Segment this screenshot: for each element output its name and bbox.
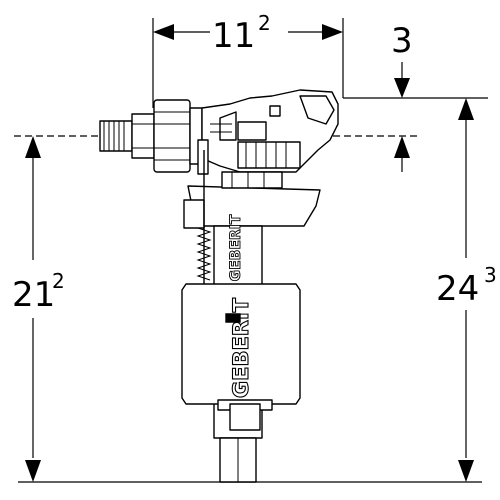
inlet-connector: [99, 113, 155, 159]
arrow-down-icon: [25, 460, 41, 482]
dimension-height-right: 24 3: [436, 98, 497, 482]
geberit-logo-top: GEBERIT: [228, 214, 245, 282]
arrow-down-icon: [394, 78, 410, 98]
fill-valve: GEBERIT GEBERIT: [99, 89, 339, 483]
arrow-up-icon: [25, 136, 41, 158]
arrow-left-icon: [153, 24, 174, 40]
arrow-up-icon: [394, 136, 410, 158]
height-left-value: 21: [12, 275, 55, 315]
height-right-value: 24: [436, 269, 479, 309]
dimension-height-left: 21 2: [12, 136, 65, 482]
hex-nut: [153, 99, 203, 173]
logo-text-small: GEBERIT: [228, 214, 244, 281]
geberit-logo: GEBERIT: [228, 297, 253, 399]
valve-head: [197, 89, 339, 175]
dimension-offset-right: 3: [343, 21, 488, 172]
arrow-right-icon: [322, 24, 343, 40]
width-top-superscript: 2: [258, 11, 271, 35]
height-left-superscript: 2: [52, 269, 65, 293]
dimension-width-top: 11 2: [152, 11, 344, 108]
logo-symbol: [225, 313, 261, 431]
height-right-superscript: 3: [484, 263, 497, 287]
arrow-up-icon: [458, 98, 474, 120]
offset-right-value: 3: [391, 21, 413, 61]
width-top-value: 11: [212, 16, 255, 56]
arrow-down-icon: [458, 460, 474, 482]
logo-text-outline: GEBERIT: [229, 297, 253, 398]
